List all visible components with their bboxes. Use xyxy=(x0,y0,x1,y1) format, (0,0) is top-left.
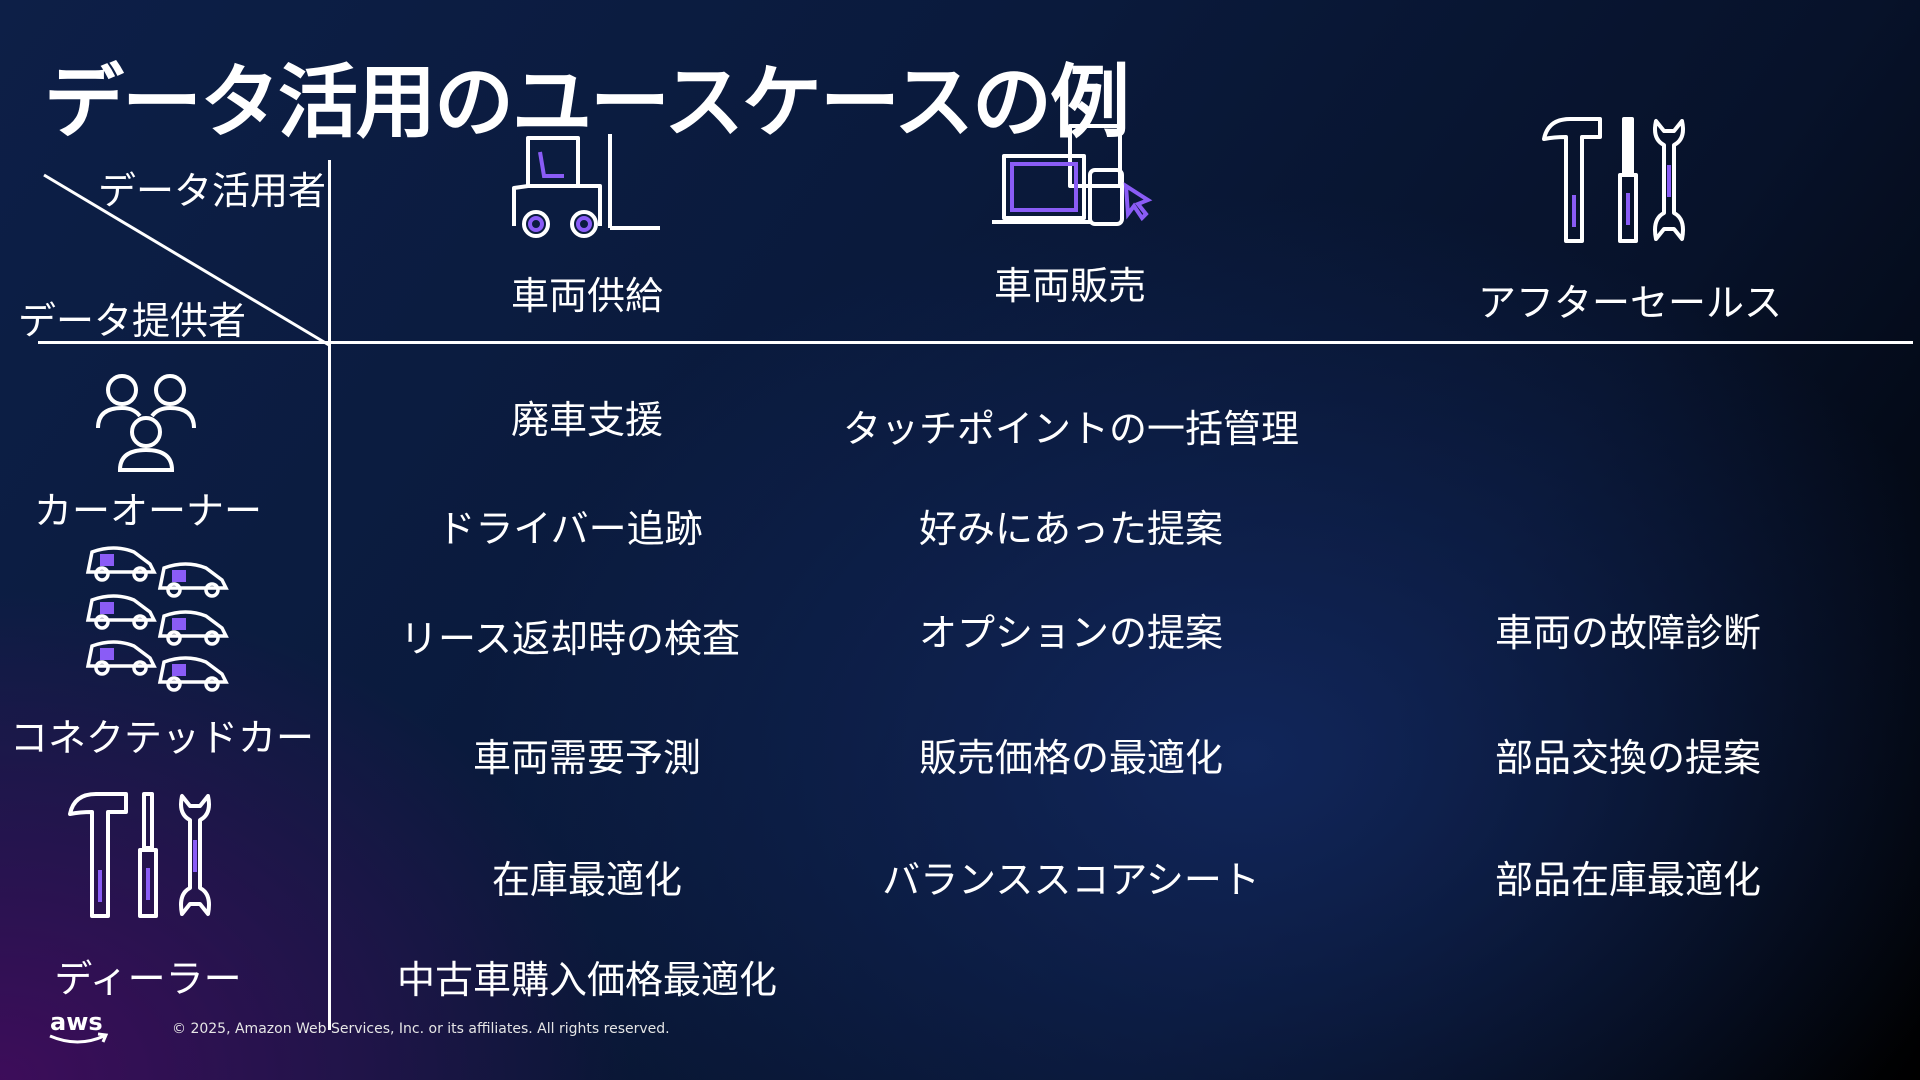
cars-icon xyxy=(85,546,229,692)
cell-vehicle-supply-6: 中古車購入価格最適化 xyxy=(396,958,777,1002)
cell-after-sales-4: 部品交換の提案 xyxy=(1494,736,1761,780)
header-divider xyxy=(38,341,1913,344)
corner-provider-label: データ提供者 xyxy=(18,299,247,343)
cell-vehicle-sales-4: 販売価格の最適化 xyxy=(918,736,1223,780)
cell-after-sales-3: 車両の故障診断 xyxy=(1494,611,1761,655)
row-header-divider xyxy=(328,160,331,1030)
column-header-after-sales: アフターセールス xyxy=(1477,281,1782,325)
people-icon xyxy=(96,374,196,472)
copyright-notice: © 2025, Amazon Web Services, Inc. or its… xyxy=(172,1021,670,1037)
aws-logo-text: aws xyxy=(50,1008,103,1036)
cell-after-sales-5: 部品在庫最適化 xyxy=(1494,858,1761,902)
dealer-tools-icon xyxy=(68,792,211,918)
tools-icon xyxy=(1542,117,1685,243)
cell-vehicle-supply-1: 廃車支援 xyxy=(510,398,663,442)
cell-vehicle-supply-4: 車両需要予測 xyxy=(472,736,701,780)
cell-vehicle-supply-5: 在庫最適化 xyxy=(491,858,682,902)
cell-vehicle-sales-2: 好みにあった提案 xyxy=(918,507,1223,551)
row-label-connected-car: コネクテッドカー xyxy=(9,716,314,760)
column-header-vehicle-sales: 車両販売 xyxy=(993,264,1146,308)
aws-logo: aws xyxy=(49,1008,109,1044)
corner-consumer-label: データ活用者 xyxy=(98,169,327,213)
slide-title: データ活用のユースケースの例 xyxy=(44,56,1130,149)
column-header-vehicle-supply: 車両供給 xyxy=(510,274,663,318)
corner-diagonal xyxy=(43,173,330,347)
cell-vehicle-sales-3: オプションの提案 xyxy=(918,611,1223,655)
forklift-icon xyxy=(512,134,660,238)
row-label-car-owner: カーオーナー xyxy=(33,489,262,533)
cell-vehicle-sales-5: バランススコアシート xyxy=(882,858,1260,902)
cell-vehicle-sales-1: タッチポイントの一括管理 xyxy=(842,407,1299,451)
row-label-dealer: ディーラー xyxy=(54,957,242,1001)
devices-icon xyxy=(992,124,1153,226)
cell-vehicle-supply-2: ドライバー追跡 xyxy=(437,507,703,551)
cell-vehicle-supply-3: リース返却時の検査 xyxy=(399,617,741,661)
